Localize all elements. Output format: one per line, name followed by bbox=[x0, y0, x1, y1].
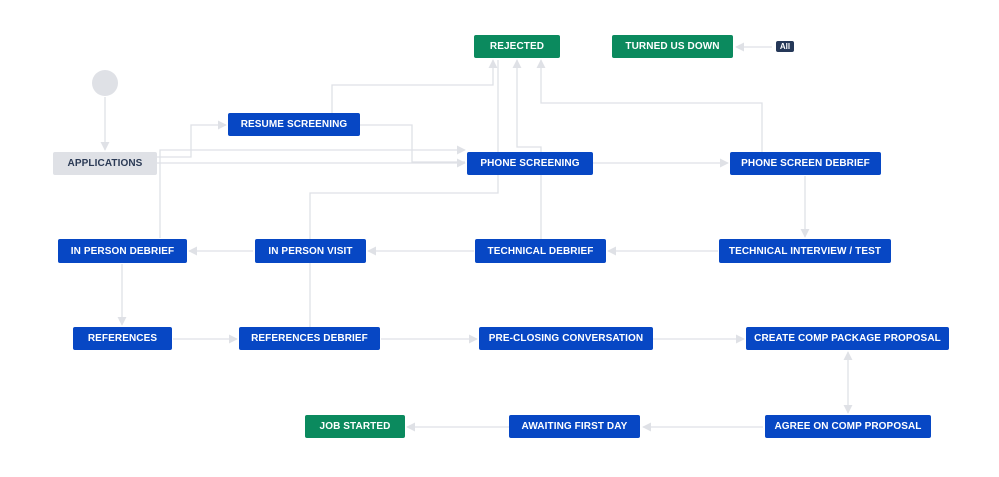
node-resume-screening[interactable]: RESUME SCREENING bbox=[228, 113, 360, 136]
node-phone-screen-debrief[interactable]: PHONE SCREEN DEBRIEF bbox=[730, 152, 881, 175]
node-rejected[interactable]: REJECTED bbox=[474, 35, 560, 58]
node-turned-us-down[interactable]: TURNED US DOWN bbox=[612, 35, 733, 58]
node-awaiting-first-day[interactable]: AWAITING FIRST DAY bbox=[509, 415, 640, 438]
edge-resume-rejected bbox=[331, 59, 498, 113]
node-pre-closing-conversation[interactable]: PRE-CLOSING CONVERSATION bbox=[479, 327, 653, 350]
all-transition-badge[interactable]: All bbox=[776, 41, 794, 52]
node-references-debrief[interactable]: REFERENCES DEBRIEF bbox=[239, 327, 380, 350]
start-node bbox=[92, 70, 118, 96]
node-technical-interview-test[interactable]: TECHNICAL INTERVIEW / TEST bbox=[719, 239, 891, 263]
node-technical-debrief[interactable]: TECHNICAL DEBRIEF bbox=[475, 239, 606, 263]
node-in-person-debrief[interactable]: IN PERSON DEBRIEF bbox=[58, 239, 187, 263]
node-references[interactable]: REFERENCES bbox=[73, 327, 172, 350]
node-create-comp-package-proposal[interactable]: CREATE COMP PACKAGE PROPOSAL bbox=[746, 327, 949, 350]
edge-technical-debrief-rejected bbox=[512, 59, 542, 239]
node-phone-screening[interactable]: PHONE SCREENING bbox=[467, 152, 593, 175]
node-applications[interactable]: APPLICATIONS bbox=[53, 152, 157, 175]
node-agree-on-comp-proposal[interactable]: AGREE ON COMP PROPOSAL bbox=[765, 415, 931, 438]
edge-references-debrief-rejected bbox=[309, 60, 499, 327]
edge-phone-debrief-rejected bbox=[536, 59, 763, 152]
node-job-started[interactable]: JOB STARTED bbox=[305, 415, 405, 438]
edge-applications-resume-screening bbox=[157, 120, 227, 158]
node-in-person-visit[interactable]: IN PERSON VISIT bbox=[255, 239, 366, 263]
edge-resume-phone-screening bbox=[360, 124, 465, 163]
edge-in-person-debrief-up bbox=[159, 145, 466, 238]
